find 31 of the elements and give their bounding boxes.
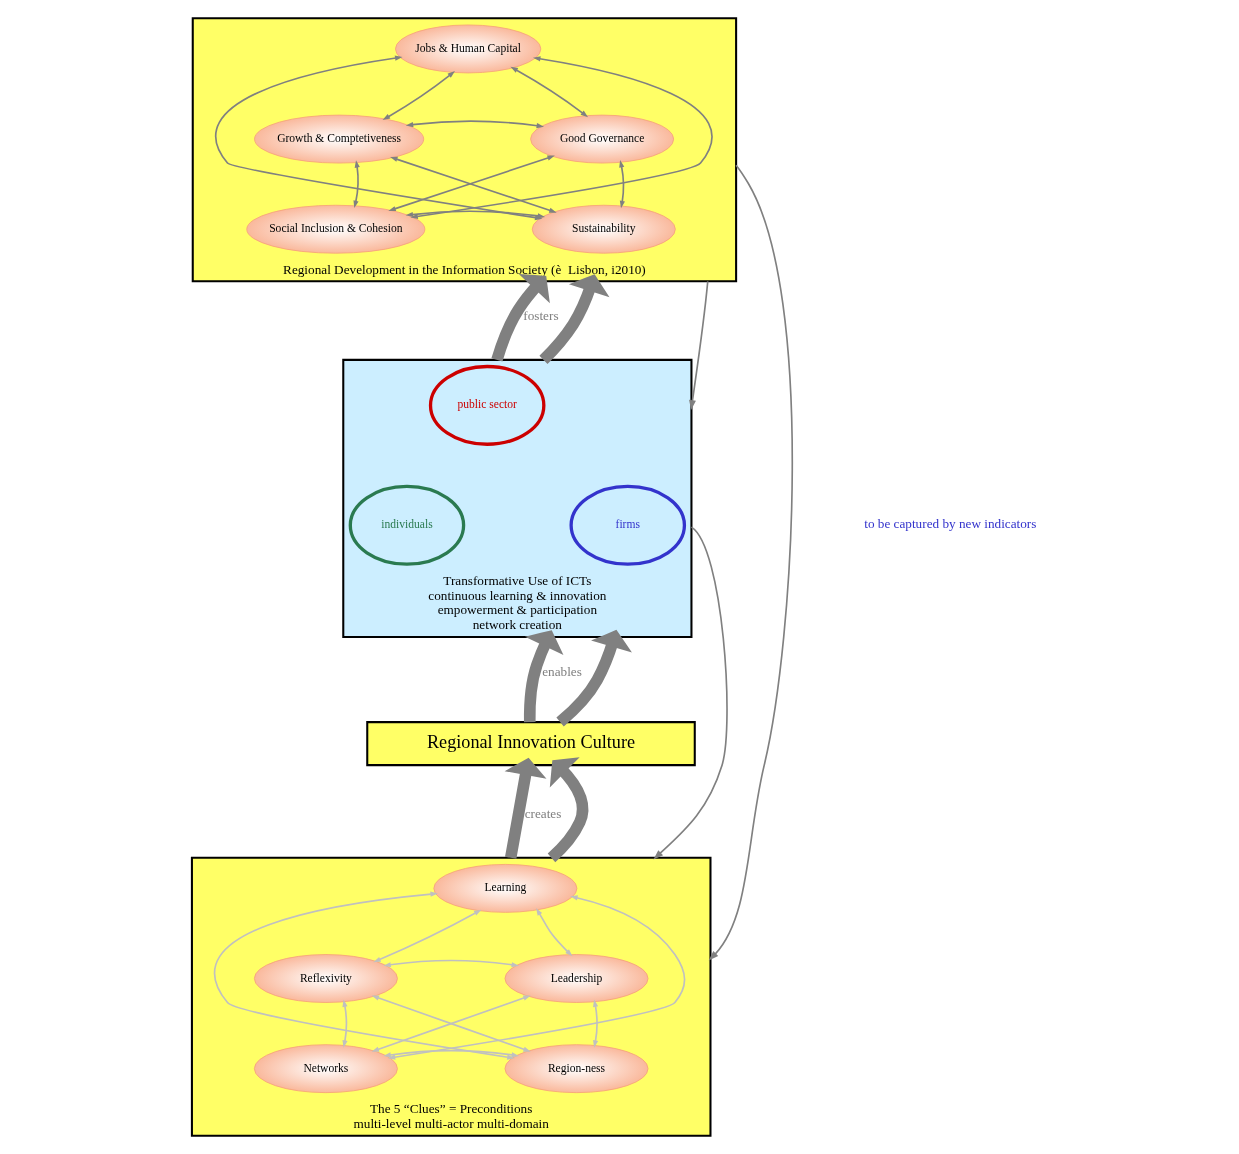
label: to be captured by new indicators — [864, 516, 1037, 532]
arrow — [373, 909, 482, 963]
node-ellipse: firms — [569, 484, 687, 566]
arrow — [382, 71, 455, 121]
arrow — [547, 757, 589, 863]
arrow — [387, 895, 686, 1060]
arrow — [523, 630, 564, 723]
node-ellipse: individuals — [348, 484, 466, 566]
edge-label: creates — [524, 805, 562, 821]
arrow — [405, 120, 544, 129]
arrow — [510, 66, 589, 118]
arrow — [556, 629, 632, 727]
arrow — [539, 274, 610, 365]
edge-label: enables — [542, 663, 582, 679]
arrow — [491, 274, 550, 362]
arrow — [371, 995, 531, 1052]
arrow — [213, 891, 515, 1060]
node-ellipse: public sector — [428, 364, 546, 446]
arrow — [593, 999, 599, 1048]
arrow — [689, 280, 709, 411]
arrow — [619, 160, 625, 209]
arrow — [536, 907, 573, 957]
arrow — [383, 959, 520, 968]
arrow — [708, 164, 794, 961]
node-box: Regional Innovation Culture — [366, 721, 696, 767]
arrow — [383, 1049, 520, 1058]
arrow — [653, 526, 728, 860]
arrow — [353, 160, 360, 209]
arrow — [504, 757, 547, 859]
arrow — [342, 999, 348, 1048]
edge-label: fosters — [523, 308, 559, 324]
